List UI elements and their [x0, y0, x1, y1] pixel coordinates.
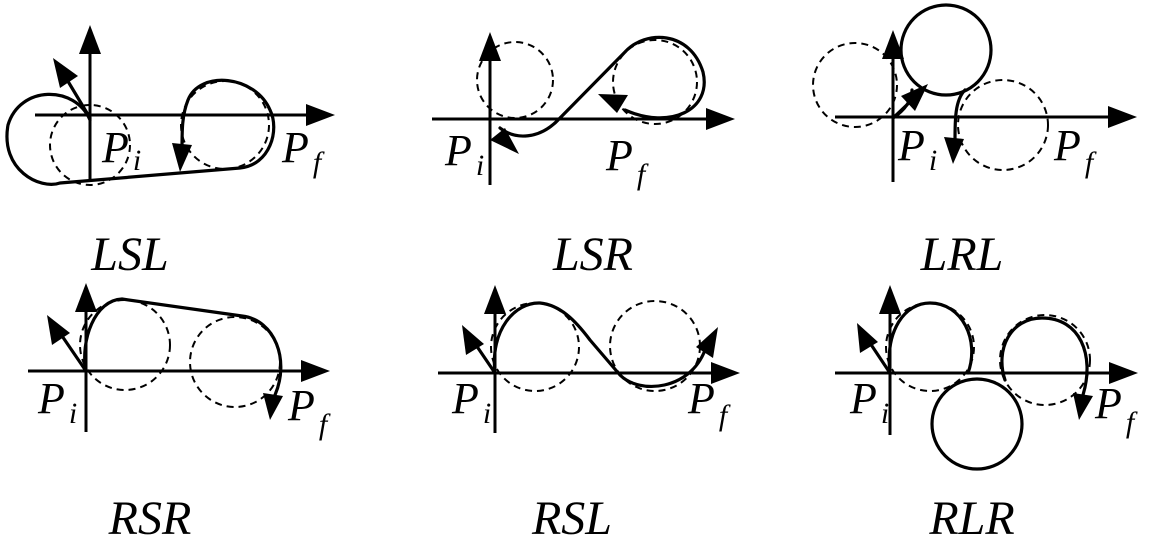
- rsl-x-axis-arrow-icon: [711, 362, 740, 384]
- rsr-end-heading-arrow-icon: [263, 393, 283, 420]
- lsr-end-heading-arrow-icon: [598, 94, 628, 113]
- lsl-end-heading-arrow-icon: [172, 143, 192, 172]
- lsl-dashed-circle-start: [49, 104, 131, 186]
- lrl-start-heading-arrow-icon: [901, 84, 928, 111]
- rsl-start-heading-arrow-icon: [462, 325, 484, 355]
- rlr-title: RLR: [928, 492, 1014, 544]
- lrl-x-axis-arrow-icon: [1108, 106, 1137, 128]
- lsr-dashed-circle-start: [476, 41, 554, 119]
- rlr-path-last-arc: [1000, 316, 1089, 397]
- lsr-y-axis-arrow-icon: [479, 32, 501, 61]
- lsr-start-heading-arrow-icon: [490, 128, 519, 154]
- rsr-dashed-circle-start: [79, 299, 171, 391]
- rsl-title: RSL: [531, 492, 612, 544]
- rsr-x-axis-arrow-icon: [301, 360, 330, 382]
- lsr-path: [498, 35, 706, 138]
- lrl-title: LRL: [920, 228, 1004, 281]
- rsr-start-heading-arrow-icon: [47, 315, 70, 345]
- lsl-title: LSL: [90, 228, 168, 281]
- rsl-dashed-circle-start: [490, 302, 580, 392]
- rlr-dashed-circle-end: [999, 314, 1091, 406]
- rsr-path: [83, 297, 283, 397]
- lrl-dashed-circle-end: [957, 79, 1049, 171]
- lrl-end-heading-arrow-icon: [944, 137, 964, 164]
- rlr-path-first-arc: [887, 301, 974, 375]
- rlr-middle-arc-circle: [930, 377, 1024, 471]
- lsr-dashed-circle-end: [612, 39, 698, 125]
- lsr-title: LSR: [552, 228, 633, 281]
- rsl-end-heading-arrow-icon: [696, 327, 718, 358]
- lsl-path: [5, 78, 276, 186]
- rlr-end-heading-arrow-icon: [1073, 393, 1093, 420]
- rsl-path: [492, 301, 707, 388]
- rlr-start-heading-arrow-icon: [857, 323, 878, 353]
- lsl-start-heading-arrow-icon: [53, 58, 78, 88]
- rlr-x-axis-arrow-icon: [1109, 362, 1138, 384]
- lsl-y-axis-arrow-icon: [79, 25, 101, 54]
- lsl-x-axis-arrow-icon: [306, 104, 335, 126]
- lrl-dashed-circle-start: [812, 42, 898, 128]
- rsr-title: RSR: [108, 492, 192, 544]
- rlr-y-axis-arrow-icon: [879, 285, 901, 314]
- lrl-middle-arc-circle: [899, 3, 993, 97]
- lsl-dashed-circle-end: [180, 80, 270, 170]
- lsr-x-axis-arrow-icon: [706, 108, 735, 130]
- lrl-y-axis-arrow-icon: [882, 30, 904, 59]
- rsr-y-axis-arrow-icon: [75, 283, 97, 312]
- rsl-y-axis-arrow-icon: [484, 285, 506, 314]
